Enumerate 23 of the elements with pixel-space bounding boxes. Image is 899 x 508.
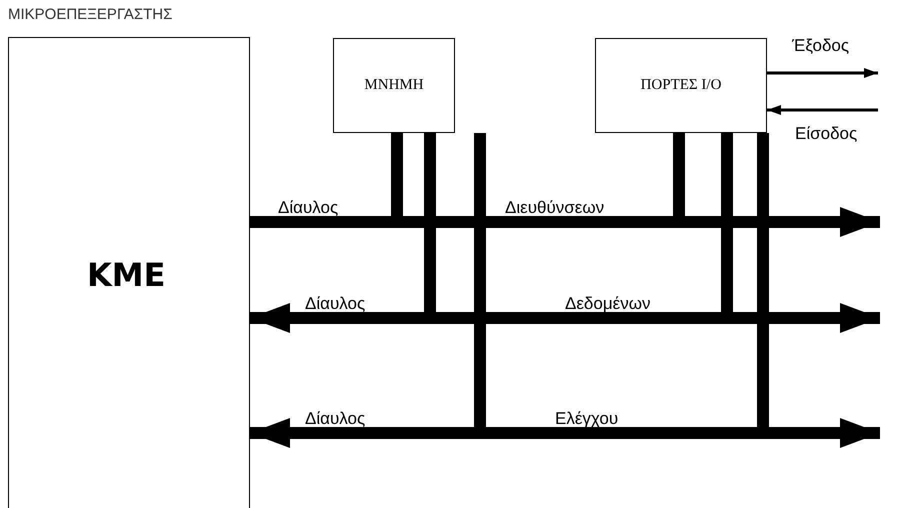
bus-arrow bbox=[250, 207, 880, 237]
bus-arrow bbox=[250, 418, 880, 448]
edge-label: Είσοδος bbox=[795, 124, 858, 144]
memory-box: ΜΝΗΜΗ bbox=[333, 38, 455, 133]
edge-label: Έξοδος bbox=[792, 36, 850, 56]
bus-label: Δεδομένων bbox=[565, 294, 650, 314]
bus-label: Δίαυλος bbox=[278, 198, 338, 218]
bus-label: Διευθύνσεων bbox=[505, 198, 604, 218]
bus-label: Δίαυλος bbox=[305, 409, 366, 429]
bus-connector bbox=[391, 133, 403, 216]
io-port-box: ΠΟΡΤΕΣ I/O bbox=[595, 38, 767, 133]
bus-connector bbox=[721, 133, 733, 312]
bus-connector bbox=[757, 133, 769, 427]
bus-arrow bbox=[250, 303, 880, 333]
bus-connector bbox=[474, 133, 486, 427]
heading-label: ΜΙΚΡΟΕΠΕΞΕΡΓΑΣΤΗΣ bbox=[8, 6, 172, 23]
bus-label: Δίαυλος bbox=[305, 294, 366, 314]
box-title: ΚΜΕ bbox=[87, 256, 166, 294]
bus-label: Ελέγχου bbox=[555, 409, 618, 429]
bus-connector bbox=[424, 133, 436, 312]
arrow bbox=[767, 68, 878, 78]
arrow bbox=[767, 105, 878, 115]
bus-connector bbox=[673, 133, 685, 216]
